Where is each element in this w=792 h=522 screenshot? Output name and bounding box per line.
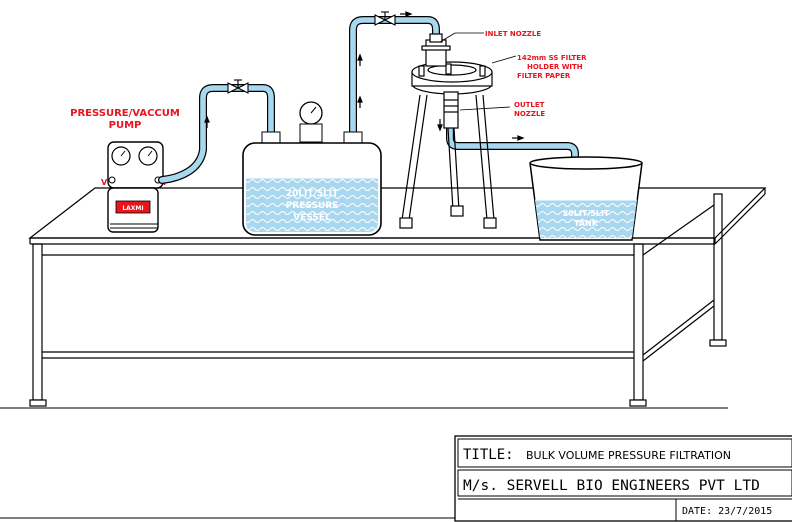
hose-filter-to-tank xyxy=(446,124,579,184)
callouts: PRESSURE/VACCUM PUMP INLET NOZZLE 142mm … xyxy=(70,30,587,131)
pump-brand-text: LAXMI xyxy=(122,205,143,212)
pump-label-line1: PRESSURE/VACCUM xyxy=(70,108,180,119)
table-leg-back-right xyxy=(713,193,723,341)
pump-brand-plate xyxy=(115,200,151,214)
valve-left xyxy=(227,79,249,94)
vessel-label-line3: VESSEL xyxy=(293,213,331,223)
outlet-label-line2: NOZZLE xyxy=(514,110,545,118)
table-leg-front-right xyxy=(633,243,644,401)
inlet-nozzle xyxy=(425,39,447,67)
pump-port-v: V xyxy=(101,178,108,187)
collection-tank: 20LIT/5LIT TANK xyxy=(529,156,643,241)
outlet-label-line1: OUTLET xyxy=(514,101,545,109)
filter-label-line2: HOLDER WITH xyxy=(527,63,583,71)
hose-pump-to-vessel xyxy=(158,84,275,184)
vessel-label-line2: PRESSURE xyxy=(286,201,339,211)
outlet-nozzle xyxy=(443,91,459,129)
title-label: TITLE: xyxy=(463,447,514,463)
filter-label-line1: 142mm SS FILTER xyxy=(517,54,587,62)
pump-label-line2: PUMP xyxy=(109,120,142,131)
drawing-date: DATE: 23/7/2015 xyxy=(682,506,772,517)
tank-label-line2: TANK xyxy=(574,219,599,228)
title-block xyxy=(0,435,792,522)
valve-top xyxy=(374,11,396,26)
drawing-title: BULK VOLUME PRESSURE FILTRATION xyxy=(526,449,731,462)
table xyxy=(0,187,767,409)
vessel-label-line1: 20LIT/5LIT xyxy=(286,189,339,199)
inlet-nozzle-label: INLET NOZZLE xyxy=(485,30,541,38)
flow-arrows xyxy=(204,11,525,141)
table-leg-front-left xyxy=(32,243,43,401)
pressure-vessel: 20LIT/5LIT PRESSURE VESSEL xyxy=(242,101,382,236)
filter-holder xyxy=(411,33,493,129)
filter-label-line3: FILTER PAPER xyxy=(517,72,571,80)
tank-label-line1: 20LIT/5LIT xyxy=(563,209,610,218)
pressure-vacuum-pump: LAXMI V P xyxy=(101,141,169,233)
company-name: M/s. SERVELL BIO ENGINEERS PVT LTD xyxy=(463,478,760,494)
filter-holder-stand xyxy=(399,94,497,229)
